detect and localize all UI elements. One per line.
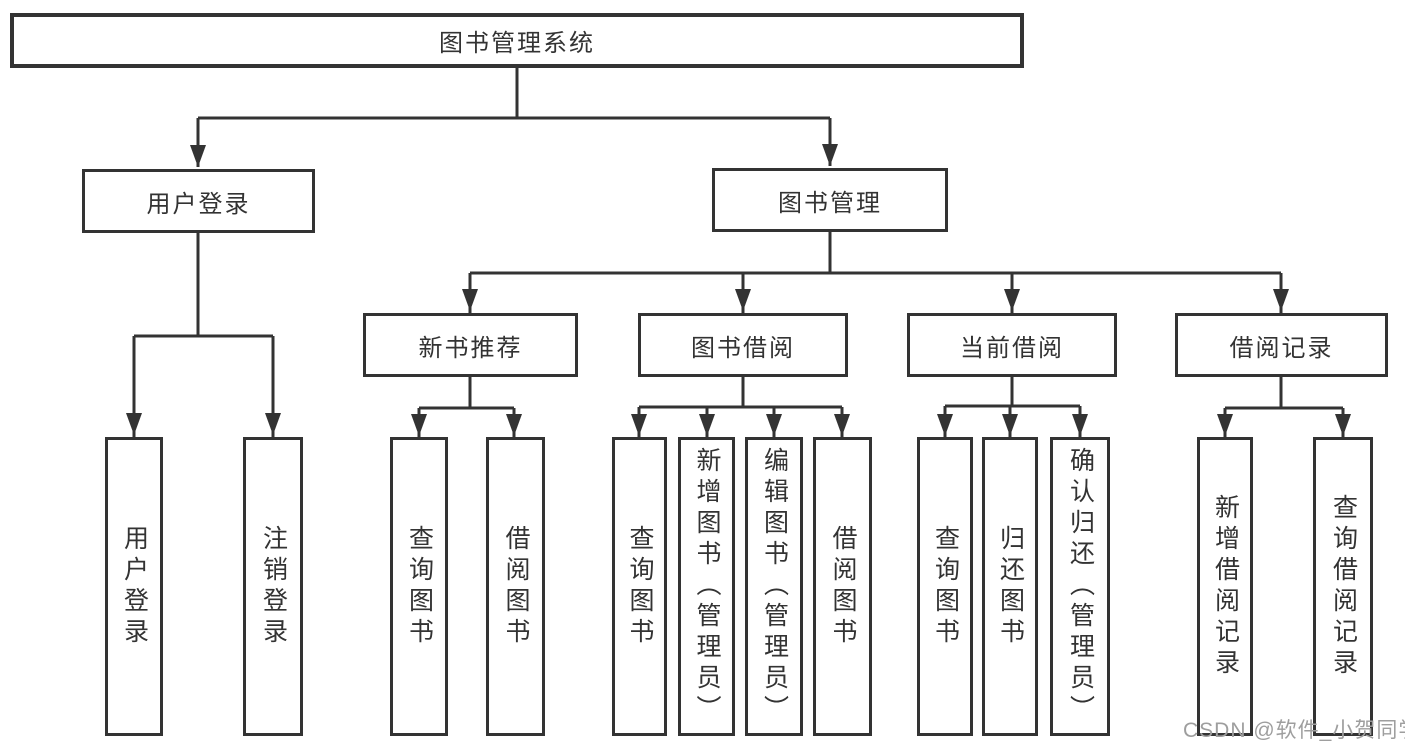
leaf-add-borrow-record: 新增借阅记录	[1197, 437, 1253, 736]
leaf-add-books-admin: 新增图书（管理员）	[678, 437, 735, 736]
node-book-borrow: 图书借阅	[638, 313, 848, 377]
leaf-query-books-current: 查询图书	[917, 437, 973, 736]
node-new-book-recommend: 新书推荐	[363, 313, 578, 377]
leaf-borrow-books-recommend: 借阅图书	[486, 437, 545, 736]
leaf-edit-books-admin: 编辑图书（管理员）	[745, 437, 803, 736]
csdn-watermark: CSDN @软件_小贺同学	[1183, 719, 1405, 742]
leaf-query-books-borrow: 查询图书	[612, 437, 667, 736]
node-current-borrow: 当前借阅	[907, 313, 1117, 377]
arrowheads	[126, 144, 1351, 436]
node-book-management: 图书管理	[712, 168, 948, 232]
leaf-confirm-return-admin: 确认归还（管理员）	[1050, 437, 1110, 736]
node-root-library-management-system: 图书管理系统	[10, 13, 1024, 68]
node-borrow-records: 借阅记录	[1175, 313, 1388, 377]
leaf-user-login: 用户登录	[105, 437, 163, 736]
leaf-query-borrow-record: 查询借阅记录	[1313, 437, 1373, 736]
node-user-login: 用户登录	[82, 169, 315, 233]
leaf-query-books-recommend: 查询图书	[390, 437, 448, 736]
leaf-return-books: 归还图书	[982, 437, 1038, 736]
leaf-logout: 注销登录	[243, 437, 303, 736]
leaf-borrow-books: 借阅图书	[813, 437, 872, 736]
